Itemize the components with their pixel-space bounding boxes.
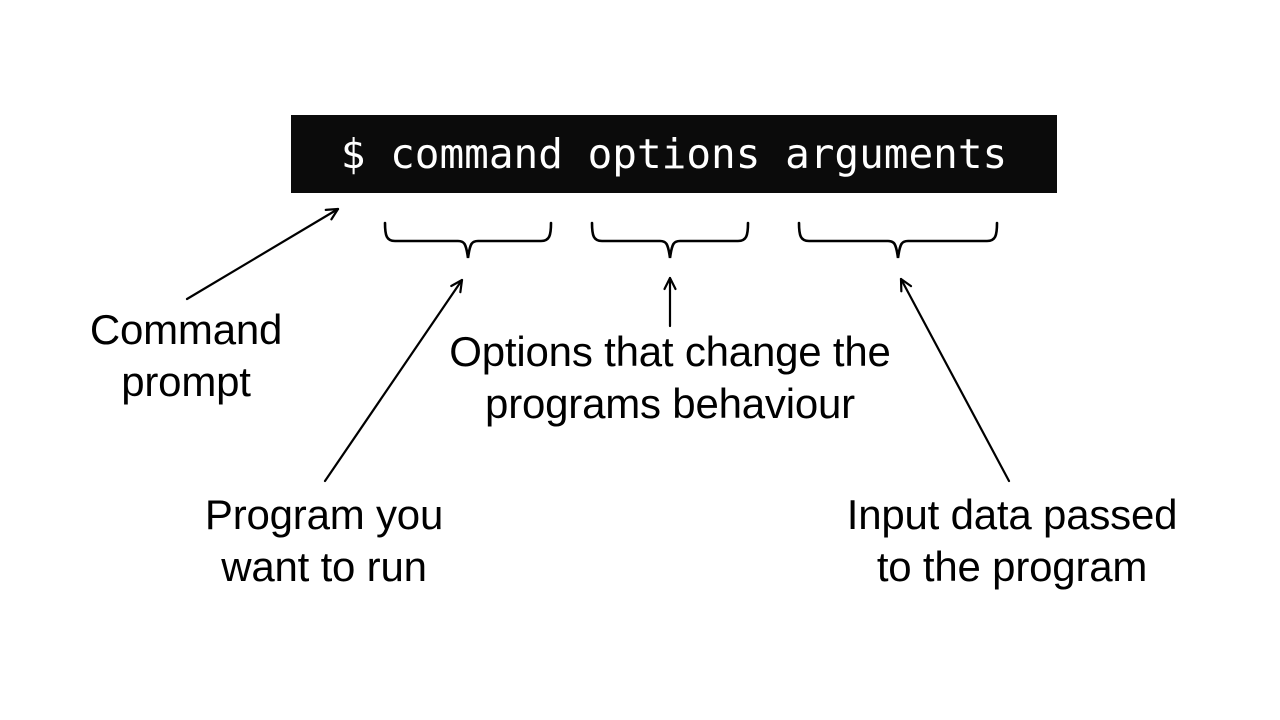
label-line: Input data passed: [846, 491, 1178, 538]
label-options-description: Options that change the programs behavio…: [420, 326, 920, 430]
underbrace-options-icon: [590, 221, 750, 259]
label-line: prompt: [121, 358, 251, 405]
label-arguments-description: Input data passed to the program: [812, 489, 1212, 593]
underbrace-arguments-icon: [797, 221, 999, 259]
label-line: want to run: [221, 543, 427, 590]
label-line: Command: [89, 306, 283, 353]
terminal-command-box: $ command options arguments: [291, 115, 1057, 193]
command-line-text: $ command options arguments: [340, 130, 1008, 178]
arrow-to-prompt-icon: [185, 207, 340, 301]
underbrace-command-icon: [383, 221, 553, 259]
label-line: to the program: [876, 543, 1148, 590]
label-command-prompt: Command prompt: [36, 304, 336, 408]
label-line: Options that change the: [449, 328, 891, 375]
label-program-description: Program you want to run: [144, 489, 504, 593]
label-line: Program you: [204, 491, 444, 538]
label-line: programs behaviour: [485, 380, 855, 427]
